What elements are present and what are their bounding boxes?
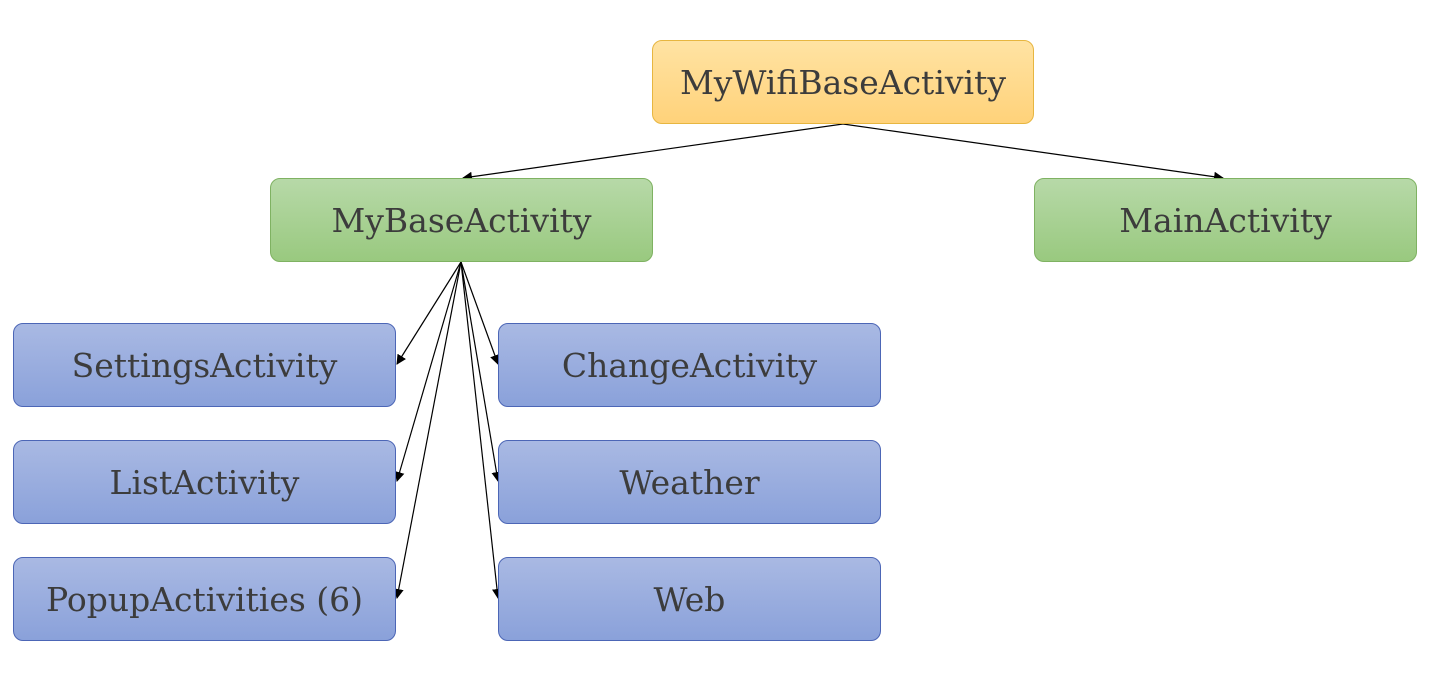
node-label: PopupActivities (6) <box>45 579 364 619</box>
node-label: ListActivity <box>109 462 300 502</box>
node-label: MyBaseActivity <box>331 200 592 240</box>
node-weather: Weather <box>498 440 881 524</box>
edge-root-to-mybase <box>462 123 844 182</box>
node-label: MainActivity <box>1119 200 1332 240</box>
edge-mybase-to-change <box>460 261 500 365</box>
node-label: SettingsActivity <box>71 345 338 385</box>
node-mainactivity: MainActivity <box>1034 178 1417 262</box>
edge-mybase-to-weather <box>460 261 502 482</box>
node-changeactivity: ChangeActivity <box>498 323 881 407</box>
node-label: ChangeActivity <box>561 345 818 385</box>
node-popupactivities: PopupActivities (6) <box>13 557 396 641</box>
node-settingsactivity: SettingsActivity <box>13 323 396 407</box>
edge-mybase-to-settings <box>396 261 462 365</box>
node-label: Weather <box>619 462 760 502</box>
edge-root-to-main <box>842 123 1224 182</box>
node-mybaseactivity: MyBaseActivity <box>270 178 653 262</box>
node-mywifibaseactivity: MyWifiBaseActivity <box>652 40 1034 124</box>
node-label: Web <box>653 579 726 619</box>
node-web: Web <box>498 557 881 641</box>
edge-mybase-to-popup <box>393 261 462 599</box>
edge-mybase-to-web <box>460 261 502 599</box>
edge-mybase-to-list <box>394 261 462 482</box>
node-label: MyWifiBaseActivity <box>680 62 1006 102</box>
node-listactivity: ListActivity <box>13 440 396 524</box>
